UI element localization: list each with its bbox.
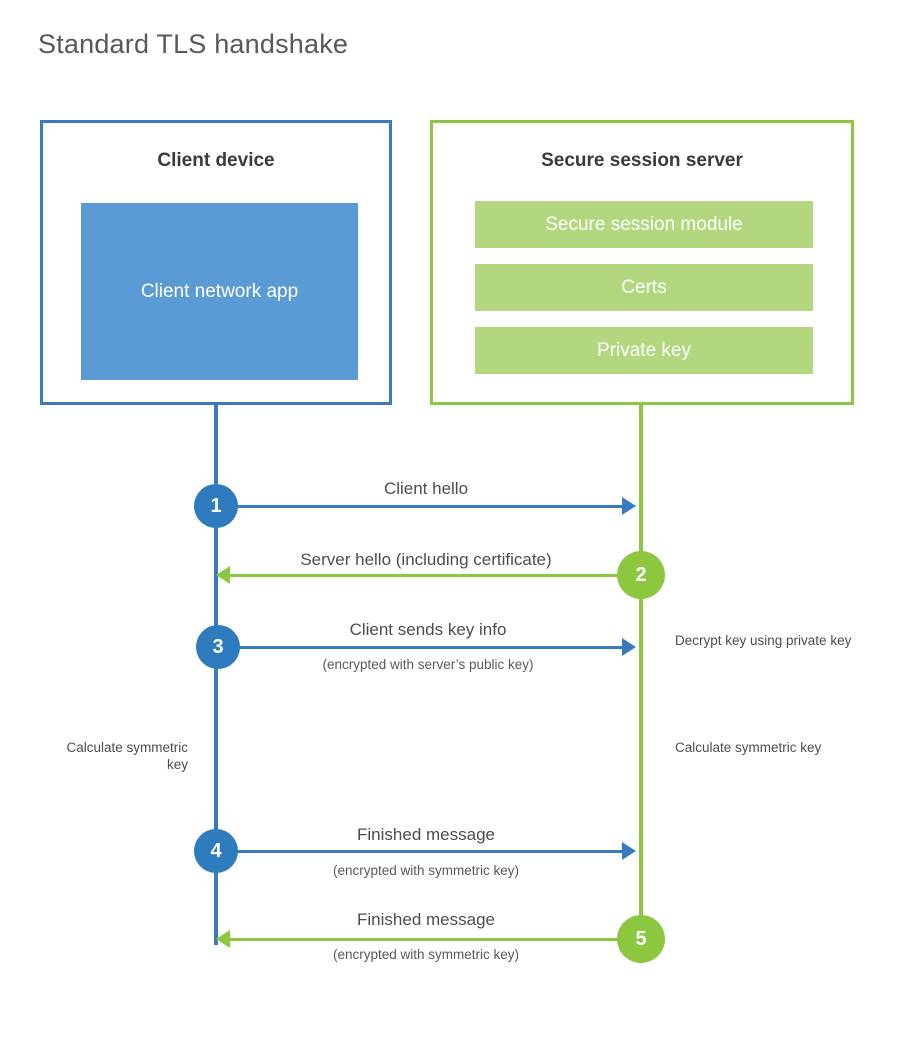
secure-session-server-box: Secure session server Secure session mod… [430,120,854,405]
server-component-secure-session-module: Secure session module [475,201,813,248]
step-2-arrow-head [216,566,230,584]
client-device-box: Client device Client network app [40,120,392,405]
secure-session-server-title: Secure session server [541,150,743,171]
step-1-number: 1 [210,494,222,517]
step-5-sublabel: (encrypted with symmetric key) [332,947,520,962]
step-4-sublabel: (encrypted with symmetric key) [332,863,520,878]
step-1-arrow-head [622,497,636,515]
step-1-arrow-line [216,505,622,508]
client-calculate-symmetric-key-note: Calculate symmetric key [66,740,188,772]
step-2-circle: 2 [617,551,665,599]
server-component-certs: Certs [475,264,813,311]
step-4-number: 4 [210,839,222,862]
client-lifeline [214,405,218,945]
step-5-number: 5 [635,927,647,950]
server-component-label: Certs [621,276,667,298]
step-2-label: Server hello (including certificate) [300,550,552,569]
client-network-app-label: Client network app [140,281,299,302]
step-5-label: Finished message [357,910,495,929]
step-3-label: Client sends key info [349,620,507,639]
step-2-number: 2 [635,563,647,586]
client-device-title: Client device [157,150,275,171]
step-5-arrow-line [230,938,622,941]
step-3-circle: 3 [196,625,240,669]
server-decrypt-note: Decrypt key using private key [675,633,852,648]
step-4-arrow-head [622,842,636,860]
step-4-circle: 4 [194,829,238,873]
step-5-arrow-head [216,930,230,948]
step-3-arrow-head [622,638,636,656]
step-1-circle: 1 [194,484,238,528]
server-component-label: Private key [597,339,691,361]
client-network-app-block: Client network app [81,203,358,380]
step-3-number: 3 [212,635,224,658]
step-3-arrow-line [218,646,622,649]
step-2-arrow-line [230,574,622,577]
server-calculate-symmetric-key-note: Calculate symmetric key [675,740,822,755]
step-3-sublabel: (encrypted with server’s public key) [322,657,534,672]
step-4-arrow-line [216,850,622,853]
step-1-label: Client hello [383,479,469,498]
server-component-label: Secure session module [545,213,743,235]
page-title: Standard TLS handshake [38,29,349,59]
server-lifeline [639,405,643,940]
server-component-private-key: Private key [475,327,813,374]
step-4-label: Finished message [357,825,495,844]
step-5-circle: 5 [617,915,665,963]
